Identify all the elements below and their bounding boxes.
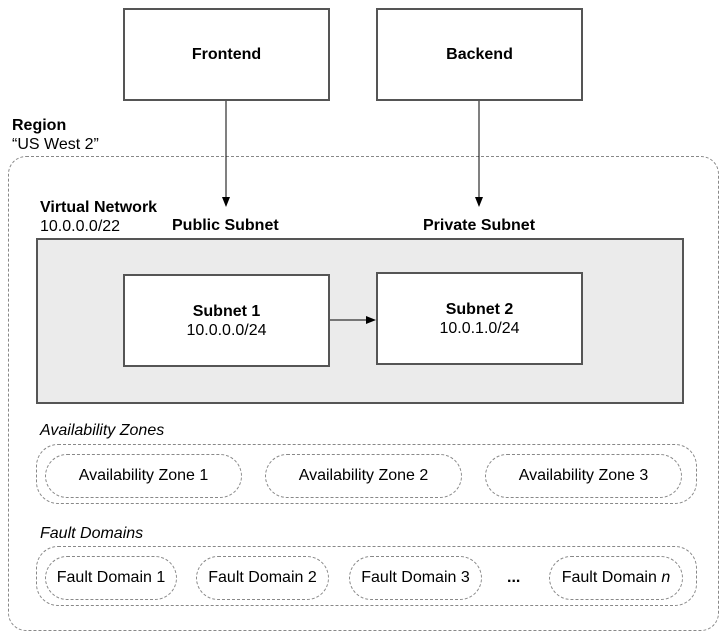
frontend-label: Frontend <box>191 46 262 63</box>
availability-zone-label: Availability Zone 3 <box>518 467 649 484</box>
region-container <box>8 156 719 631</box>
availability-zone-label: Availability Zone 2 <box>298 467 429 484</box>
availability-zone-label: Availability Zone 1 <box>78 467 209 484</box>
public-subnet-label: Public Subnet <box>172 217 279 234</box>
availability-zone-pill: Availability Zone 1 <box>45 454 242 498</box>
subnet-2-name: Subnet 2 <box>445 300 514 318</box>
region-name: “US West 2” <box>12 136 99 153</box>
fault-domains-title: Fault Domains <box>40 525 144 542</box>
fault-domain-label: Fault Domain 2 <box>208 569 317 586</box>
subnet-1-box: Subnet 1 10.0.0.0/24 <box>123 274 330 367</box>
fault-domain-n-var: n <box>661 569 671 586</box>
vnet-title: Virtual Network <box>40 199 158 216</box>
subnet-2-cidr: 10.0.1.0/24 <box>439 319 520 337</box>
fault-domain-n-prefix: Fault Domain <box>561 569 657 586</box>
private-subnet-label: Private Subnet <box>423 217 536 234</box>
subnet-2-box: Subnet 2 10.0.1.0/24 <box>376 272 583 365</box>
availability-zone-pill: Availability Zone 3 <box>485 454 682 498</box>
fault-domain-pill: Fault Domain 2 <box>196 556 329 600</box>
fault-domain-label: Fault Domain 1 <box>56 569 166 586</box>
fault-domain-pill: Fault Domain 1 <box>45 556 177 600</box>
fault-domain-label: Fault Domain 3 <box>361 569 470 586</box>
fault-domain-pill: Fault Domain 3 <box>349 556 482 600</box>
region-title: Region <box>12 117 67 134</box>
fault-domains-group <box>36 546 697 606</box>
subnet-1-name: Subnet 1 <box>192 302 261 320</box>
fault-domain-ellipsis: ... <box>507 569 521 586</box>
availability-zone-pill: Availability Zone 2 <box>265 454 462 498</box>
backend-box: Backend <box>376 8 583 101</box>
subnet-1-cidr: 10.0.0.0/24 <box>186 321 267 339</box>
fault-domain-pill-n: Fault Domain n <box>549 556 683 600</box>
availability-zones-group <box>36 444 697 504</box>
backend-label: Backend <box>446 46 513 63</box>
availability-zones-title: Availability Zones <box>40 422 165 439</box>
frontend-box: Frontend <box>123 8 330 101</box>
vnet-cidr: 10.0.0.0/22 <box>40 218 121 235</box>
